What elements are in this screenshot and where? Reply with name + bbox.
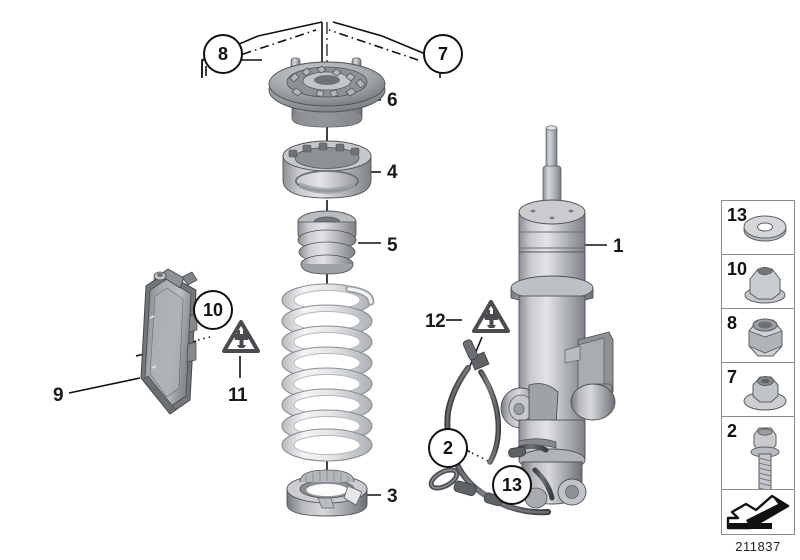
callout-label: 6 [387, 90, 398, 111]
cap-nut-icon [744, 267, 786, 304]
callout-11[interactable]: 11 [228, 385, 248, 406]
callout-label: 8 [217, 43, 228, 64]
control-module [140, 268, 198, 415]
callout-label: 3 [387, 486, 398, 507]
legend-row-8[interactable]: 8 [722, 309, 794, 363]
callout-7[interactable]: 7 [423, 34, 463, 74]
callout-label: 1 [613, 236, 624, 257]
callout-label: 5 [387, 235, 398, 256]
lower-spring-pad [286, 469, 368, 517]
callout-label: 4 [387, 162, 398, 183]
callout-label: 11 [228, 385, 248, 406]
legend-number: 10 [727, 259, 748, 279]
callout-9[interactable]: 9 [53, 385, 64, 406]
cable-connectors [428, 339, 526, 507]
legend-row-7[interactable]: 7 [722, 363, 794, 417]
fastener-legend: 13 10 8 [721, 200, 795, 516]
legend-number: 13 [727, 205, 748, 225]
legend-number: 8 [727, 313, 738, 333]
diagram-id: 211837 [735, 539, 781, 554]
shock-absorber [500, 125, 616, 509]
callout-10[interactable]: 10 [193, 290, 233, 330]
callout-label: 13 [501, 474, 523, 495]
callout-2[interactable]: 2 [428, 428, 468, 468]
coil-spring [281, 283, 375, 462]
legend-number: 2 [727, 421, 738, 441]
callout-label: 7 [437, 43, 448, 64]
flange-nut-icon [743, 376, 787, 411]
bump-stop [297, 210, 357, 275]
callout-label: 2 [442, 437, 453, 458]
legend-row-13[interactable]: 13 [722, 201, 794, 255]
callout-label: 9 [53, 385, 64, 406]
electrical-plug-icon-12 [472, 300, 510, 333]
electrical-plug-icon-11 [222, 320, 260, 353]
callout-1[interactable]: 1 [613, 236, 624, 257]
callout-label: 10 [202, 299, 224, 320]
callout-5[interactable]: 5 [387, 235, 398, 256]
callout-13[interactable]: 13 [492, 465, 532, 505]
callout-8[interactable]: 8 [203, 34, 243, 74]
flat-washer-icon [743, 215, 787, 242]
callout-3[interactable]: 3 [387, 486, 398, 507]
callout-4[interactable]: 4 [387, 162, 398, 183]
lock-nut-icon [748, 318, 783, 357]
direction-arrow-icon [726, 494, 790, 530]
upper-spring-pad [282, 140, 372, 199]
legend-row-10[interactable]: 10 [722, 255, 794, 309]
direction-arrow-box [721, 489, 795, 535]
upper-strut-mount [268, 57, 386, 128]
callout-12[interactable]: 12 [425, 311, 446, 332]
callout-6[interactable]: 6 [387, 90, 398, 111]
legend-number: 7 [727, 367, 738, 387]
callout-label: 12 [425, 311, 446, 332]
